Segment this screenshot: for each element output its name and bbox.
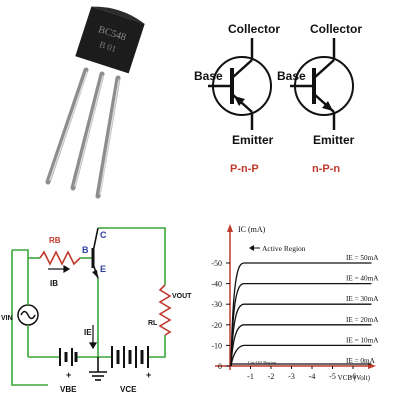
y-tick-label: 0 bbox=[218, 362, 222, 371]
rb-resistor bbox=[39, 250, 81, 266]
vce-plus-label: + bbox=[146, 370, 151, 380]
circuit-emitter-arrow-icon bbox=[92, 270, 98, 278]
ie-label: IE bbox=[84, 328, 92, 337]
pnp-collector-label: Collector bbox=[228, 22, 280, 36]
characteristic-curve bbox=[230, 344, 372, 367]
curve-label: IE = 0mA bbox=[346, 357, 376, 365]
pnp-emitter-label: Emitter bbox=[232, 133, 274, 147]
x-axis-label: VCB (Volt) bbox=[338, 374, 371, 382]
vin-label: VIN bbox=[1, 315, 13, 322]
curve-label: IE = 20mA bbox=[346, 316, 379, 324]
wire-collector-to-rl bbox=[98, 227, 166, 285]
curve-label: IE = 10mA bbox=[346, 336, 379, 344]
transistor-leg-2 bbox=[70, 71, 105, 191]
npn-base-label: Base bbox=[277, 69, 306, 83]
rl-label: RL bbox=[148, 320, 158, 327]
x-tick-label: -4 bbox=[309, 372, 316, 381]
wire-rl-to-battery bbox=[148, 335, 166, 358]
y-tick-label: -30 bbox=[211, 300, 222, 309]
x-tick-label: -2 bbox=[268, 372, 275, 381]
transistor-leg-1 bbox=[45, 67, 89, 185]
vce-label: VCE bbox=[120, 385, 137, 394]
x-tick-group: -1 -2 -3 -4 -5 -6 bbox=[247, 366, 356, 381]
collector-c-label: C bbox=[100, 230, 107, 240]
base-b-label: B bbox=[82, 245, 89, 255]
npn-emitter-arrow-icon bbox=[322, 101, 333, 111]
vbe-label: VBE bbox=[60, 385, 77, 394]
emitter-e-label: E bbox=[100, 264, 106, 274]
ac-source-wave-icon bbox=[20, 310, 36, 320]
y-axis-arrow-icon bbox=[227, 224, 233, 232]
y-tick-label: -10 bbox=[211, 341, 222, 350]
output-characteristics-chart: IC (mA) VCB (Volt) Active Region Cut-Off… bbox=[211, 224, 379, 382]
x-tick-label: -1 bbox=[247, 372, 254, 381]
npn-symbol: Collector Base Emitter n-P-n bbox=[277, 22, 362, 175]
vbe-battery bbox=[59, 348, 78, 366]
active-region-annotation: Active Region bbox=[262, 244, 306, 253]
x-tick-label: -5 bbox=[329, 372, 336, 381]
y-tick-group: 0 -10 -20 -30 -40 -50 bbox=[211, 259, 230, 371]
y-tick-label: -50 bbox=[211, 259, 222, 268]
vout-label: VOUT bbox=[172, 293, 192, 300]
rb-label: RB bbox=[49, 236, 61, 245]
y-axis-label: IC (mA) bbox=[238, 225, 266, 234]
characteristic-curve bbox=[230, 303, 372, 367]
npn-collector-label: Collector bbox=[310, 22, 362, 36]
curve-label: IE = 50mA bbox=[346, 254, 379, 262]
pnp-emitter-arrow-icon bbox=[234, 96, 245, 106]
ib-label: IB bbox=[50, 279, 58, 288]
wire-emitter-down bbox=[97, 278, 112, 358]
wire-left-vertical bbox=[11, 250, 48, 386]
pnp-symbol: Collector Base Emitter P-n-P bbox=[194, 22, 280, 175]
cutoff-region-annotation: Cut-Off Region bbox=[248, 360, 277, 365]
pnp-collector-lead bbox=[231, 59, 253, 79]
npn-caption: n-P-n bbox=[312, 163, 340, 175]
y-tick-label: -20 bbox=[211, 321, 222, 330]
active-region-arrow-icon bbox=[249, 245, 254, 251]
y-tick-label: -40 bbox=[211, 280, 222, 289]
pnp-base-label: Base bbox=[194, 69, 223, 83]
rl-resistor bbox=[158, 284, 172, 336]
vbe-plus-label: + bbox=[66, 370, 71, 380]
ground-icon bbox=[89, 357, 107, 381]
vce-battery bbox=[111, 346, 149, 368]
transistor-body: BC548 B 01 bbox=[75, 6, 145, 74]
pnp-caption: P-n-P bbox=[230, 163, 259, 175]
transistor-package-photo: BC548 B 01 bbox=[45, 6, 145, 199]
characteristic-curve bbox=[230, 324, 372, 367]
curve-label: IE = 40mA bbox=[346, 275, 379, 283]
x-tick-label: -3 bbox=[288, 372, 295, 381]
curve-group: IE = 50mA IE = 40mA IE = 30mA IE = 20mA IE =… bbox=[230, 254, 379, 367]
npn-collector-lead bbox=[313, 59, 335, 79]
x-tick-label: -6 bbox=[350, 372, 357, 381]
curve-label: IE = 30mA bbox=[346, 295, 379, 303]
common-emitter-circuit: RB C B E IB IE VIN VOUT RL VBE VCE + + bbox=[1, 227, 192, 394]
transistor-leg-3 bbox=[95, 75, 121, 199]
npn-emitter-label: Emitter bbox=[313, 133, 355, 147]
